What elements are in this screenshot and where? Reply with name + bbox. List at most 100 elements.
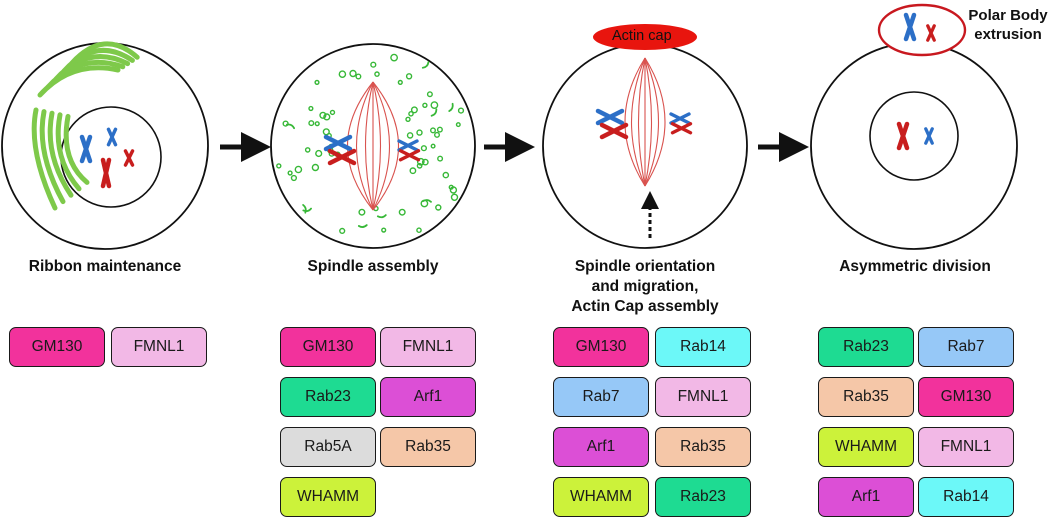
golgi-vesicle bbox=[311, 163, 320, 172]
golgi-fragment bbox=[376, 214, 387, 219]
protein-box: GM130 bbox=[553, 327, 649, 367]
golgi-vesicle bbox=[457, 107, 465, 114]
protein-box: GM130 bbox=[280, 327, 376, 367]
chromosome-pair bbox=[595, 108, 629, 140]
protein-box: Arf1 bbox=[818, 477, 914, 517]
nucleus bbox=[869, 91, 959, 181]
protein-box: Rab14 bbox=[655, 327, 751, 367]
protein-box: FMNL1 bbox=[655, 377, 751, 417]
chromosome-blue bbox=[79, 134, 93, 164]
chromosomes bbox=[323, 134, 421, 166]
golgi-vesicle bbox=[390, 53, 398, 62]
protein-box: FMNL1 bbox=[918, 427, 1014, 467]
golgi-vesicle bbox=[436, 126, 443, 133]
golgi-vesicle bbox=[422, 102, 428, 109]
chromosome-pair bbox=[397, 139, 421, 162]
protein-box: Rab23 bbox=[655, 477, 751, 517]
golgi-vesicle bbox=[421, 158, 429, 166]
golgi-fragment bbox=[430, 108, 438, 117]
stage-1-cell bbox=[1, 41, 209, 250]
golgi-vesicle bbox=[437, 155, 444, 162]
golgi-vesicle bbox=[329, 109, 336, 116]
golgi-cisterna bbox=[31, 107, 58, 211]
protein-box: Rab23 bbox=[280, 377, 376, 417]
golgi-vesicle bbox=[314, 121, 320, 127]
protein-box: WHAMM bbox=[553, 477, 649, 517]
protein-box: Rab35 bbox=[655, 427, 751, 467]
golgi-vesicle bbox=[405, 73, 413, 80]
protein-box: WHAMM bbox=[818, 427, 914, 467]
golgi-vesicle bbox=[420, 199, 429, 208]
protein-box: Rab14 bbox=[918, 477, 1014, 517]
chromosome-red bbox=[123, 149, 135, 167]
oocyte-membrane bbox=[270, 43, 476, 249]
golgi-fragment bbox=[421, 61, 430, 69]
polar-body-label-line: extrusion bbox=[974, 26, 1042, 43]
golgi-vesicle bbox=[442, 171, 450, 179]
golgi-vesicle bbox=[408, 111, 414, 117]
golgi-vesicle bbox=[314, 79, 320, 85]
golgi-cisterna bbox=[63, 113, 90, 185]
stage-3-cell bbox=[542, 24, 748, 249]
actin-cap bbox=[593, 24, 697, 50]
chromosome-pair bbox=[669, 112, 693, 135]
protein-box: FMNL1 bbox=[111, 327, 207, 367]
golgi-vesicle bbox=[410, 106, 418, 114]
protein-box: Rab7 bbox=[553, 377, 649, 417]
chromosomes bbox=[595, 108, 693, 140]
golgi-vesicle bbox=[282, 120, 289, 127]
golgi-vesicle bbox=[290, 174, 298, 182]
golgi-cisterna bbox=[39, 109, 66, 205]
stage-label-line: Spindle orientation bbox=[574, 258, 716, 275]
golgi-vesicle bbox=[339, 227, 346, 235]
golgi-vesicle bbox=[398, 208, 406, 216]
protein-box: Rab35 bbox=[818, 377, 914, 417]
chromosome-blue bbox=[106, 127, 118, 147]
golgi-cisterna bbox=[55, 112, 82, 192]
protein-box: Rab7 bbox=[918, 327, 1014, 367]
golgi-vesicle bbox=[406, 132, 414, 139]
golgi-vesicle bbox=[319, 111, 327, 119]
golgi-vesicle bbox=[434, 131, 441, 138]
stage-label-line: Spindle assembly bbox=[307, 258, 439, 275]
golgi-vesicle bbox=[294, 165, 303, 174]
golgi-vesicle bbox=[416, 227, 422, 233]
protein-box: Arf1 bbox=[553, 427, 649, 467]
golgi-ribbon bbox=[31, 41, 140, 211]
golgi-vesicle bbox=[358, 208, 366, 216]
stage-label-spindle-orientation: Spindle orientation and migration, Actin… bbox=[540, 257, 750, 317]
golgi-vesicle bbox=[416, 157, 425, 166]
golgi-fragment bbox=[302, 207, 312, 213]
oocyte-membrane bbox=[810, 42, 1018, 250]
golgi-cisterna bbox=[69, 41, 140, 66]
stage-2-cell bbox=[270, 43, 476, 249]
golgi-vesicle bbox=[409, 167, 417, 175]
golgi-vesicle bbox=[315, 149, 323, 158]
golgi-vesicle bbox=[430, 143, 436, 149]
golgi-vesicle bbox=[450, 193, 459, 202]
golgi-vesicle bbox=[287, 170, 293, 176]
nucleus bbox=[60, 106, 162, 208]
golgi-vesicle bbox=[448, 184, 454, 190]
golgi-cisterna bbox=[47, 110, 74, 198]
golgi-vesicle bbox=[455, 122, 461, 128]
golgi-vesicle bbox=[338, 70, 347, 78]
golgi-vesicle bbox=[381, 227, 387, 233]
protein-box: WHAMM bbox=[280, 477, 376, 517]
chromosome-blue bbox=[924, 127, 934, 145]
spindle bbox=[624, 57, 666, 187]
polar-body-label-line: Polar Body bbox=[968, 7, 1048, 24]
golgi-vesicle bbox=[276, 163, 282, 169]
stage-label-line: Asymmetric division bbox=[839, 258, 991, 275]
polar-body-label: Polar Body extrusion bbox=[960, 6, 1056, 44]
golgi-vesicle bbox=[370, 61, 377, 68]
golgi-vesicle bbox=[435, 204, 442, 211]
chromosome-blue bbox=[903, 12, 917, 42]
protein-box: Arf1 bbox=[380, 377, 476, 417]
stage-4-cell bbox=[810, 3, 1018, 250]
protein-box: GM130 bbox=[9, 327, 105, 367]
stage-label-line: Ribbon maintenance bbox=[28, 258, 182, 275]
stage-label-ribbon-maintenance: Ribbon maintenance bbox=[5, 257, 205, 277]
golgi-vesicle bbox=[430, 127, 437, 134]
